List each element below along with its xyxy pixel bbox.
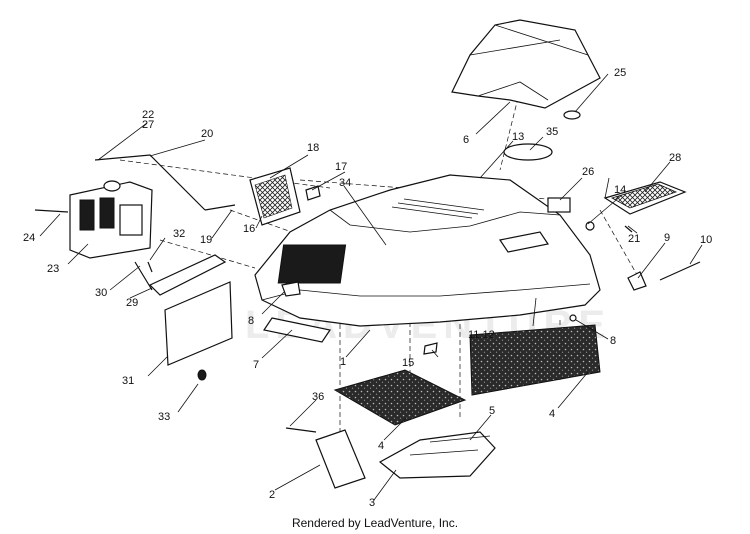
- bracket-29: [148, 254, 227, 296]
- callout-25: 25: [614, 67, 626, 79]
- callout-31: 31: [122, 375, 134, 387]
- callout-33: 33: [158, 411, 170, 423]
- callout-28: 28: [669, 152, 681, 164]
- callouts: 22 27 20 18 17 34 13 35 25 6 26 14 28 21…: [23, 67, 712, 509]
- callout-11-12: 11,12: [468, 329, 495, 341]
- spring-19: [204, 204, 236, 211]
- callout-2: 2: [269, 489, 275, 501]
- callout-8-left: 8: [248, 315, 254, 327]
- part-26: [547, 197, 571, 213]
- dash-panel-23: [69, 180, 153, 259]
- part-33: [197, 369, 207, 381]
- render-credit: Rendered by LeadVenture, Inc.: [291, 516, 459, 530]
- callout-7: 7: [253, 359, 259, 371]
- callout-17: 17: [335, 161, 347, 173]
- callout-21: 21: [628, 233, 640, 245]
- callout-13: 13: [512, 131, 524, 143]
- part-36: [285, 427, 317, 433]
- part-17: [305, 185, 321, 201]
- part-10: [659, 261, 701, 281]
- callout-20: 20: [201, 128, 213, 140]
- callout-18: 18: [307, 142, 319, 154]
- plate-31: [164, 281, 233, 366]
- part-24: [34, 209, 69, 213]
- callout-6: 6: [463, 134, 469, 146]
- cover-18: [249, 167, 301, 226]
- cable-20: [94, 154, 206, 211]
- part-7: [263, 317, 331, 343]
- part-32: [147, 261, 153, 273]
- grille-28: [603, 181, 687, 215]
- callout-9: 9: [664, 232, 670, 244]
- callout-26: 26: [582, 166, 594, 178]
- callout-15: 15: [402, 357, 414, 369]
- callout-23: 23: [47, 263, 59, 275]
- pad-4-side: [469, 324, 601, 396]
- part-8-right: [569, 314, 577, 322]
- part-9: [627, 271, 647, 291]
- callout-3: 3: [369, 497, 375, 509]
- hood: [254, 143, 601, 327]
- callout-8-right: 8: [610, 335, 616, 347]
- part-21: [624, 225, 633, 233]
- callout-5: 5: [489, 405, 495, 417]
- part-25-washer: [563, 110, 581, 120]
- windshield: [451, 19, 601, 109]
- callout-24: 24: [23, 232, 35, 244]
- callout-10: 10: [700, 234, 712, 246]
- callout-22: 22: [142, 109, 154, 121]
- callout-32: 32: [173, 228, 185, 240]
- callout-36: 36: [312, 391, 324, 403]
- part-30: [134, 261, 153, 291]
- callout-29: 29: [126, 297, 138, 309]
- callout-34: 34: [339, 177, 351, 189]
- callout-1: 1: [340, 356, 346, 368]
- callout-19: 19: [200, 234, 212, 246]
- part-8-left: [281, 281, 301, 297]
- callout-4-right: 4: [549, 408, 555, 420]
- pan-2: [315, 429, 366, 489]
- callout-35: 35: [546, 126, 558, 138]
- callout-4-left: 4: [378, 440, 384, 452]
- callout-14: 14: [614, 184, 626, 196]
- part-14: [585, 221, 595, 231]
- leader-lines: [39, 73, 703, 501]
- callout-27: 27: [142, 119, 154, 131]
- callout-30: 30: [95, 287, 107, 299]
- pan-3: [378, 431, 496, 479]
- pad-4-front: [333, 369, 467, 426]
- callout-16: 16: [243, 223, 255, 235]
- part-15: [423, 342, 438, 355]
